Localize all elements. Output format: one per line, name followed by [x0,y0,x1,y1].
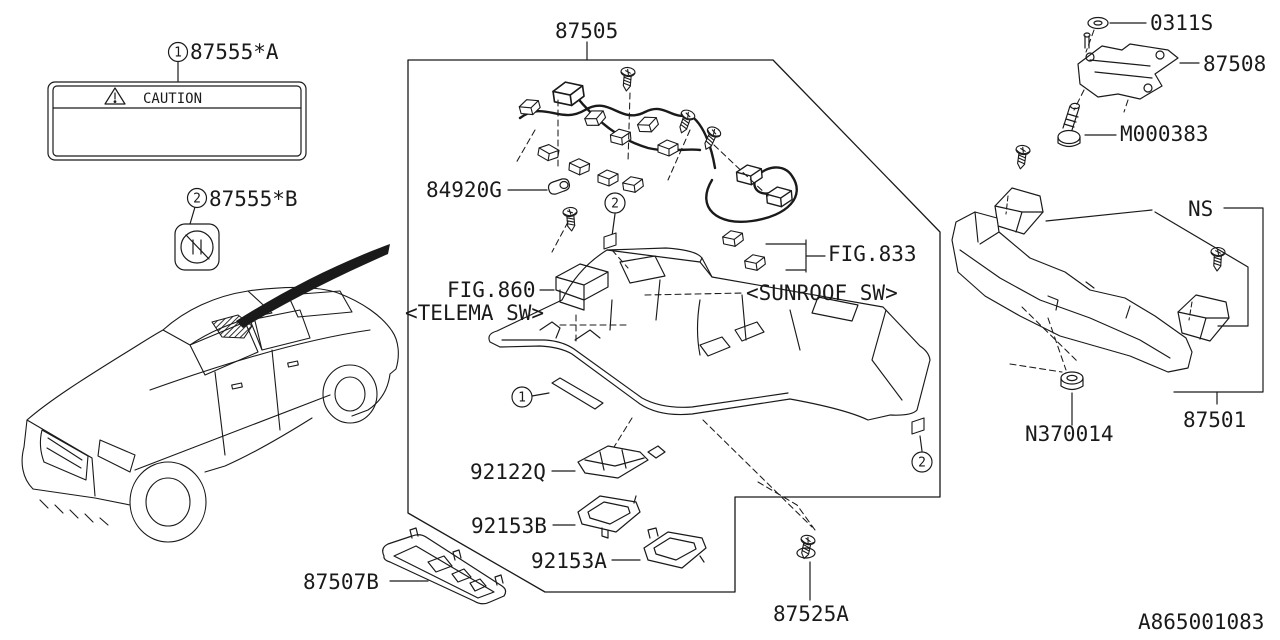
caution-label: CAUTION 1 87555*A [47,40,307,161]
lens-92153b-group: 92153B [471,495,641,539]
tape-flag-icon [911,417,925,435]
caution-title: CAUTION [143,91,202,107]
location-arrow [236,244,390,328]
ref-label-fig833: FIG.833 [828,242,917,266]
connector-icon [621,174,645,195]
bracket-87508-group: 87508 [1073,32,1266,113]
connector-icon [635,113,661,136]
spacer-87501-part [951,211,1193,373]
lens-92122q-group: 92122Q [470,445,666,484]
no-smoking-icon [174,223,220,271]
lens-92153a-group: 92153A [531,527,707,573]
callout-2-prohibition: 2 [186,187,208,225]
washer-0311s-group: 0311S [1085,11,1213,53]
sunroof-switch-icon [735,163,764,187]
part-label-92122Q: 92122Q [470,460,546,484]
connector-icon [743,252,767,273]
part-label-M000383: M000383 [1120,122,1209,146]
part-label-87525A: 87525A [773,602,849,626]
clip-84920g-part [547,178,571,195]
overhead-console: 1 2 [488,247,933,528]
connector-icon [657,139,679,157]
part-label-84920G: 84920G [426,178,502,202]
nut-n370014-group: N370014 [1025,371,1114,446]
callout-2-console: 2 [911,417,933,473]
screw-icon [1209,246,1226,272]
sunroof-switch-ref: FIG.833 <SUNROOF SW> [644,228,917,305]
part-label-87555B: 87555*B [209,187,298,211]
callout-1-console: 1 [511,377,604,410]
wiring-harness: 84920G 2 [426,66,798,269]
callout-1-number: 1 [174,46,182,61]
tape-flag-icon [603,232,617,250]
part-label-92153B: 92153B [471,514,547,538]
bolt-m000383-group: M000383 [1057,102,1209,148]
telema-switch-part [555,263,609,311]
connector-icon [721,228,745,249]
doc-number: A865001083 [1138,610,1264,634]
part-label-N370014: N370014 [1025,422,1114,446]
ns-clip-part [994,187,1044,235]
lens-cover-87507b-group: 87507B [303,527,507,605]
ns-clip-part [1177,294,1230,342]
callout-1-caution: 1 [167,41,189,82]
part-label-87555A: 87555*A [190,40,279,64]
ns-clips-group: NS 87501 [994,143,1264,432]
connector-icon [517,96,543,119]
callout-1-number: 1 [518,391,526,406]
prohibition-label: 2 87555*B [174,187,298,271]
screw-icon [674,107,697,136]
callout-2-number: 2 [193,192,201,207]
callout-2-number: 2 [918,456,926,471]
part-label-87507B: 87507B [303,570,379,594]
part-label-87501: 87501 [1183,408,1246,432]
ref-label-telema-sw: <TELEMA SW> [405,301,544,325]
screw-87525a-group: 87525A [757,481,849,626]
caution-label-outer-border [47,81,307,161]
ref-label-fig860: FIG.860 [447,278,536,302]
part-label-87508: 87508 [1203,52,1266,76]
connector-icon [551,78,586,109]
connector-icon [597,169,619,187]
ref-label-sunroof-sw: <SUNROOF SW> [746,281,898,305]
warning-triangle-icon [104,87,126,105]
callout-2-number: 2 [611,197,619,212]
screw-icon [562,206,580,233]
part-label-92153A: 92153A [531,549,607,573]
screw-icon [618,66,636,93]
connector-icon [568,157,591,177]
connector-icon [536,142,561,163]
callout-2-harness: 2 [603,192,626,250]
part-label-NS: NS [1188,197,1213,221]
telema-switch-ref: FIG.860 <TELEMA SW> [405,263,631,343]
console-assembly-box: 87505 [407,19,941,593]
part-label-87505: 87505 [555,19,618,43]
car-illustration [21,286,399,543]
caution-label-inner-border [52,85,302,157]
screw-icon [1012,143,1032,171]
part-label-0311S: 0311S [1150,11,1213,35]
